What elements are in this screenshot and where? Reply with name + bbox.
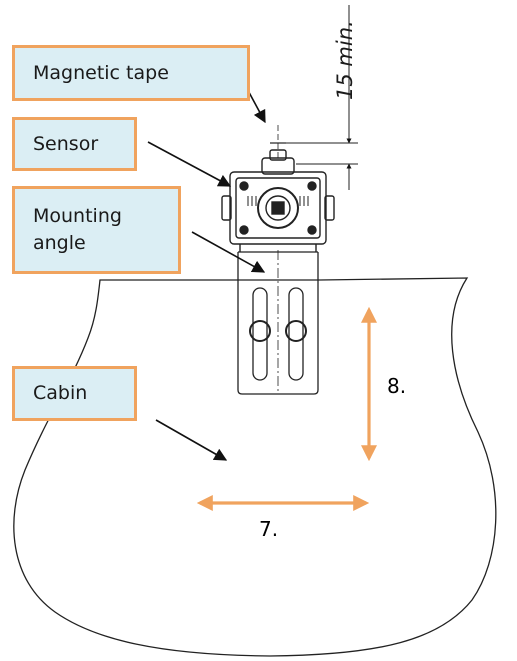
cabin-outline (13, 277, 497, 657)
bolt-right (285, 320, 307, 342)
width-reference-label: 7. (259, 517, 279, 541)
leader-cabin (155, 419, 228, 461)
callout-sensor: Sensor (12, 117, 137, 171)
sensor-body (221, 149, 335, 252)
clearance-label: 15 min. (333, 20, 357, 100)
height-reference-label: 8. (387, 374, 407, 398)
callout-magnetic-tape: Magnetic tape (12, 45, 250, 101)
bolt-left (249, 320, 271, 342)
clearance-dimension (286, 5, 358, 190)
leader-mounting-angle (191, 231, 266, 273)
leader-sensor (147, 141, 232, 187)
callout-mounting-angle: Mounting angle (12, 186, 181, 274)
mounting-angle-label: Mounting angle (33, 205, 122, 254)
mounting-angle-plate (237, 250, 319, 395)
callout-cabin: Cabin (12, 366, 137, 421)
